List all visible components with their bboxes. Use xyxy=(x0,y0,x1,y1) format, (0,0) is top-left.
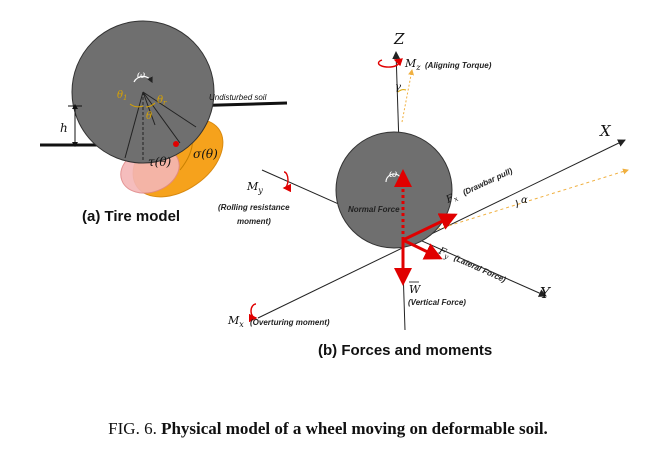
camber-dotted-line xyxy=(401,69,415,123)
y-axis-label: Y xyxy=(540,284,552,302)
figure-caption: FIG. 6. Physical model of a wheel moving… xyxy=(0,419,656,439)
mx-label: Mx xyxy=(227,314,244,329)
my-description-line1: (Rolling resistance xyxy=(218,203,290,212)
wheel xyxy=(335,131,453,249)
theta1-label: θ1 xyxy=(117,90,128,102)
panel-b-caption: (b) Forces and moments xyxy=(318,342,492,359)
panel-b-forces-moments: Z X Y Mz (Aligning Torque) My (Rolling r… xyxy=(218,30,629,359)
mx-moment-icon xyxy=(248,303,258,323)
undisturbed-soil-label: Undisturbed soil xyxy=(209,93,267,102)
vertical-force-label: W xyxy=(409,283,422,296)
panel-a-tire-model: ω θ1 θr θ Undisturbed soil h τ(θ) σ(θ) (… xyxy=(40,20,288,225)
mx-description: (Overturing moment) xyxy=(250,318,330,327)
drawbar-pull-label: Fx xyxy=(444,191,460,207)
figure-number: FIG. 6. xyxy=(108,419,157,438)
normal-stress-label: σ(θ) xyxy=(193,147,218,161)
lateral-force-arrow xyxy=(402,238,443,260)
drawbar-pull-description: (Drawbar pull) xyxy=(461,166,514,197)
mz-moment-icon xyxy=(377,58,403,68)
lateral-force-description: (Lateral Force) xyxy=(453,254,508,285)
lateral-force-label: Fy xyxy=(435,245,452,261)
z-axis-label: Z xyxy=(393,30,405,48)
mz-description: (Aligning Torque) xyxy=(425,61,492,70)
my-label: My xyxy=(246,180,263,195)
alpha-label: α xyxy=(521,195,528,206)
theta-label: θ xyxy=(146,111,152,122)
mz-label: Mz xyxy=(404,57,421,72)
normal-force-label: Normal Force xyxy=(348,205,400,214)
gamma-label: γ xyxy=(395,82,401,93)
shear-stress-label: τ(θ) xyxy=(148,155,172,169)
tire-omega-label: ω xyxy=(137,70,145,81)
sinkage-h-label: h xyxy=(60,121,68,135)
my-description-line2: moment) xyxy=(237,217,271,226)
drawbar-pull-arrow xyxy=(402,213,458,242)
x-axis-label: X xyxy=(599,122,612,140)
figure-title: Physical model of a wheel moving on defo… xyxy=(161,419,548,438)
theta-r-label: θr xyxy=(157,95,167,107)
wheel-omega-label: ω xyxy=(389,169,397,180)
my-moment-icon xyxy=(282,171,292,193)
panel-a-caption: (a) Tire model xyxy=(82,208,180,225)
vertical-force-description: (Vertical Force) xyxy=(408,298,466,307)
